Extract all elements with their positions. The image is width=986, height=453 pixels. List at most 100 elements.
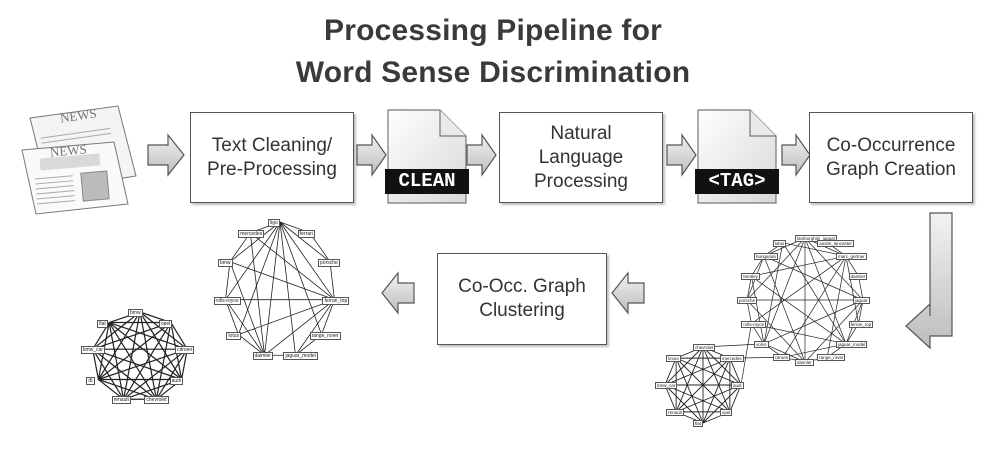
graph-edge — [763, 256, 806, 363]
graph-edge — [98, 379, 124, 400]
graph-edge — [229, 261, 335, 301]
graph-node: bmw — [217, 258, 233, 267]
graph-node: fiat — [693, 420, 704, 427]
graph-node: daimler — [795, 359, 814, 366]
graph-edge — [98, 378, 157, 400]
graph-edge — [782, 242, 847, 257]
graph-edge — [751, 275, 847, 345]
arrow-right-1 — [147, 133, 185, 177]
graph-creation-box: Co-Occurrence Graph Creation — [809, 112, 973, 203]
graph-node: mercedes — [238, 229, 265, 238]
graph-edge — [250, 232, 335, 300]
graph-node: daimler — [848, 273, 868, 281]
graph-edge — [249, 232, 265, 356]
graph-edge — [155, 348, 188, 400]
graph-node: renault — [666, 408, 684, 416]
graph-edge — [763, 343, 806, 363]
text-cleaning-label: Text Cleaning/ Pre-Processing — [207, 134, 337, 180]
graph-edge — [295, 299, 335, 356]
graph-node: citroen — [175, 346, 195, 355]
graph-node: opel — [158, 319, 173, 328]
diagram-title-line1: Processing Pipeline for — [323, 14, 663, 47]
graph-edge — [279, 221, 335, 300]
graph-edge — [92, 321, 172, 350]
graph-node: daimler — [252, 352, 273, 361]
graph-edge — [139, 311, 183, 380]
graph-node: ferrari_top — [848, 320, 874, 328]
text-cleaning-box: Text Cleaning/ Pre-Processing — [190, 112, 354, 203]
graph-edge — [664, 357, 677, 386]
graph-edge — [108, 321, 188, 350]
graph-node: lexus — [666, 355, 681, 363]
clustering-box: Co-Occ. Graph Clustering — [437, 253, 607, 345]
graph-node: range_rover — [309, 331, 341, 340]
graph-node: chevrolet — [693, 344, 716, 351]
graph-edge — [751, 255, 847, 325]
graph-node: audi — [731, 382, 744, 389]
graph-edge — [123, 348, 188, 400]
arrow-right-2 — [356, 133, 387, 177]
graph-edge — [740, 323, 752, 386]
graph-node: ligo — [268, 219, 280, 227]
graph-creation-label: Co-Occurrence Graph Creation — [826, 134, 956, 180]
graph-edge — [92, 348, 125, 400]
graph-edge — [92, 348, 157, 400]
graph-edge — [763, 237, 806, 344]
graph-edge — [180, 349, 188, 380]
newspaper-icon — [21, 105, 137, 215]
graph-edge — [729, 384, 742, 413]
nlp-box: Natural Language Processing — [499, 112, 663, 203]
graph-edge — [782, 255, 847, 358]
graph-edge — [729, 357, 742, 386]
graph-edge — [170, 322, 188, 350]
graph-node: ferrari — [297, 229, 315, 238]
clustering-label: Co-Occ. Graph Clustering — [458, 276, 586, 321]
arrow-left-1 — [611, 271, 645, 315]
graph-edge — [321, 299, 335, 335]
graph-edge — [139, 311, 188, 350]
graph-edge — [155, 322, 172, 400]
graph-node: fiat — [97, 319, 108, 328]
graph-node: porsche — [737, 297, 758, 304]
graph-node: chevrolet — [144, 396, 169, 405]
arrow-left-2 — [381, 271, 415, 315]
graph-edge — [92, 348, 182, 381]
graph-edge — [264, 299, 335, 356]
graph-node: jaguar — [853, 297, 870, 304]
arrow-right-4 — [666, 133, 697, 177]
graph-edge — [98, 348, 188, 381]
graph-node: ferrari_top — [322, 296, 350, 305]
graph-edge — [122, 311, 141, 400]
arrow-bend-down-left — [905, 212, 953, 350]
clean-file-label: CLEAN — [398, 170, 456, 192]
graph-edge — [782, 343, 847, 358]
graph-edge — [675, 357, 731, 413]
graph-edge — [123, 322, 172, 400]
graph-edge — [675, 357, 704, 424]
graph-edge — [98, 322, 172, 380]
graph-edge — [108, 322, 157, 400]
graph-node: hungarian — [753, 253, 779, 261]
graph-edge — [782, 242, 847, 345]
graph-node: audi — [169, 376, 184, 385]
graph-edge — [238, 334, 265, 356]
graph-node: range_rover — [817, 354, 846, 362]
graph-edge — [804, 237, 847, 344]
graph-edge — [238, 221, 281, 335]
graph-node: marc_gertner — [836, 253, 867, 261]
graph-node: bmw_car — [655, 382, 678, 389]
graph-node: dt — [86, 376, 95, 385]
graph-edge — [664, 384, 677, 413]
graph-edge — [751, 276, 765, 344]
graph-edge — [225, 261, 231, 300]
graph-node: jaguar_model — [836, 340, 868, 348]
graph-node: porsche — [318, 258, 340, 267]
graph-edge — [763, 299, 864, 345]
graph-edge — [92, 311, 141, 350]
graph-node: lotus — [772, 239, 787, 247]
graph-edge — [229, 261, 265, 356]
arrow-right-3 — [466, 133, 497, 177]
graph-edge — [845, 256, 859, 324]
